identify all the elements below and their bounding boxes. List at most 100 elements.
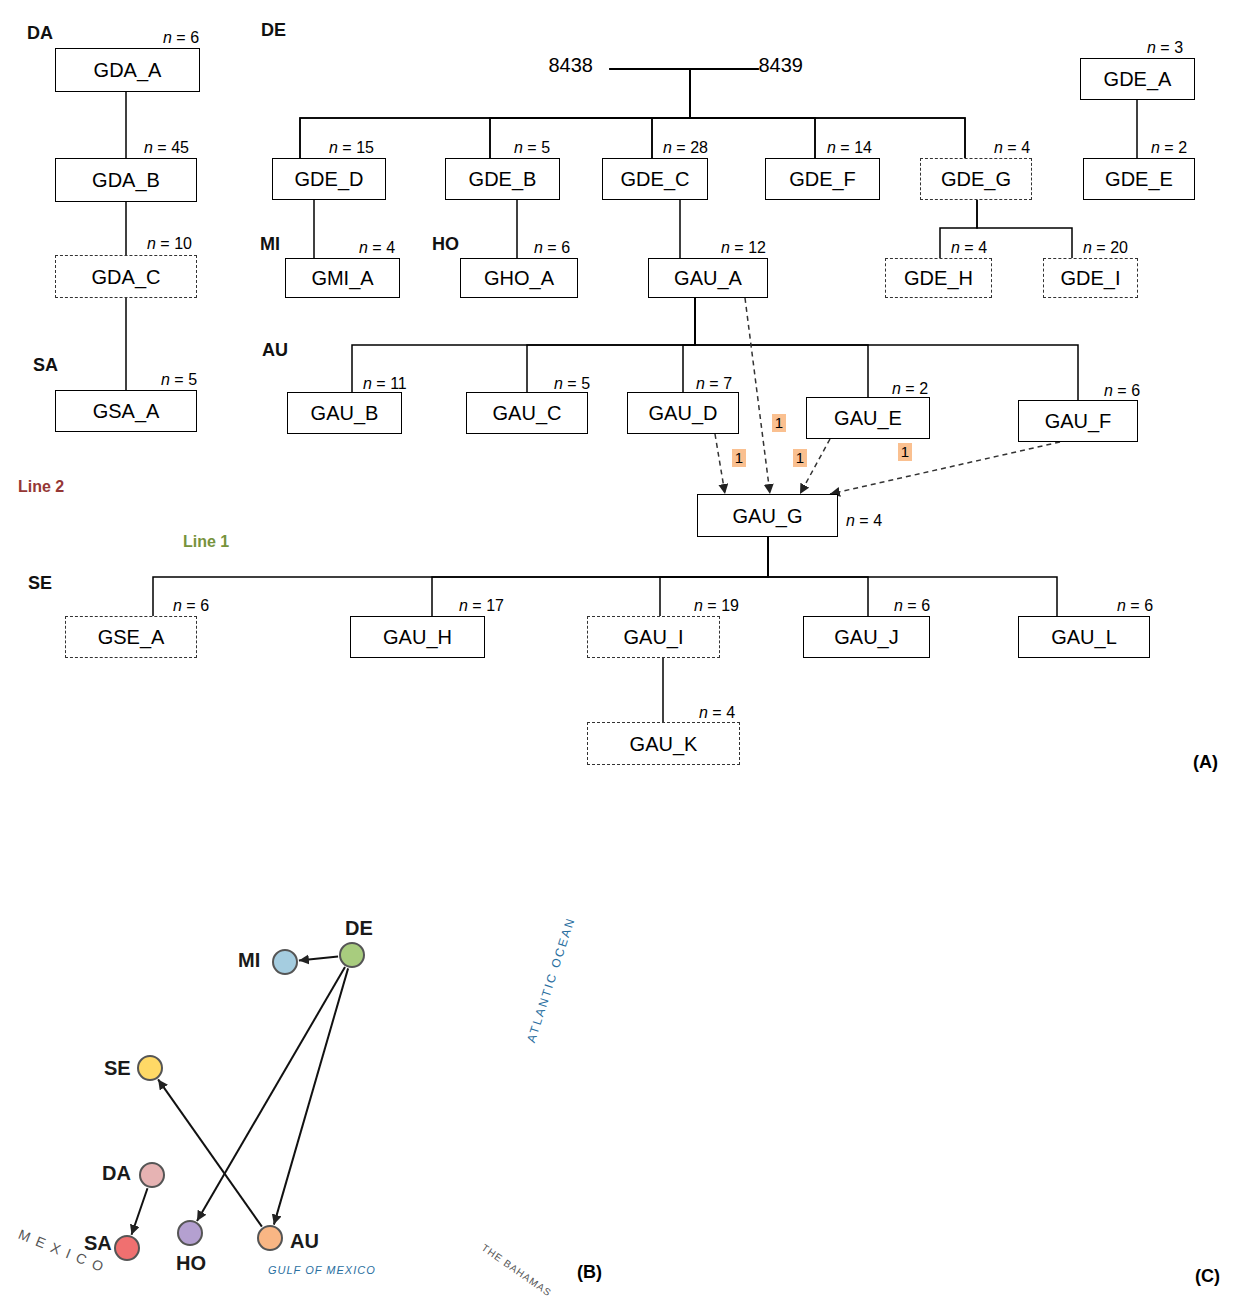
sample-size: n = 2 xyxy=(1151,139,1187,157)
colony-box: GDA_An = 6 xyxy=(55,48,200,92)
sample-size: n = 4 xyxy=(359,239,395,257)
colony-box: GAU_Gn = 4 xyxy=(697,494,838,537)
colony-box: GAU_Kn = 4 xyxy=(587,722,740,765)
pedigree-line xyxy=(690,69,815,158)
colony-name: GAU_H xyxy=(383,626,452,648)
colony-name: GAU_F xyxy=(1045,410,1112,432)
map-label: GULF OF MEXICO xyxy=(268,1264,376,1277)
region-label: HO xyxy=(432,234,459,254)
us-map xyxy=(8,805,628,1297)
lineage-label: Line 2 xyxy=(18,478,64,496)
colony-box: GAU_Bn = 11 xyxy=(287,392,402,434)
colony-name: GAU_G xyxy=(732,505,802,527)
translocation-arrow xyxy=(158,1079,262,1226)
pedigree-line xyxy=(490,69,690,158)
region-band: AUGAU_An = 12GAU_Bn = 11GAU_Cn = 5GAU_Dn… xyxy=(255,235,1240,785)
colony-name: GDE_D xyxy=(295,168,364,190)
sample-size: n = 12 xyxy=(721,239,766,257)
site-marker: AU xyxy=(257,1225,283,1251)
panel-letter: (C) xyxy=(1192,1266,1223,1286)
sample-size: n = 4 xyxy=(994,139,1030,157)
sample-size: n = 14 xyxy=(827,139,872,157)
region-fill xyxy=(20,20,225,315)
translocation-arrow xyxy=(299,957,338,961)
sample-size: n = 5 xyxy=(161,371,197,389)
site-marker: SA xyxy=(114,1235,140,1261)
region-fill xyxy=(255,15,1240,308)
pedigree-line xyxy=(313,200,315,258)
colony-name: GAU_J xyxy=(834,626,898,648)
colony-name: GAU_B xyxy=(311,402,379,424)
site-marker: DA xyxy=(139,1162,165,1188)
sample-size: n = 6 xyxy=(1117,597,1153,615)
region-band: MIGMI_An = 4 xyxy=(255,233,415,308)
colony-name: GDA_B xyxy=(92,169,160,191)
transfer-count: 1 xyxy=(793,449,807,467)
colony-box: GAU_An = 12 xyxy=(648,258,768,298)
colony-box: GAU_En = 2 xyxy=(806,397,930,439)
site-label: SE xyxy=(104,1057,131,1079)
colony-box: GSA_An = 5 xyxy=(55,390,197,432)
site-marker: MI xyxy=(272,949,298,975)
colony-box: GDE_Gn = 4 xyxy=(920,158,1032,200)
pedigree-line xyxy=(610,69,966,158)
pedigree-line xyxy=(125,202,127,255)
colony-name: GDE_G xyxy=(941,168,1011,190)
colony-box: GAU_In = 19 xyxy=(587,616,720,658)
colony-box: GAU_Ln = 6 xyxy=(1018,616,1150,658)
site-label: HO xyxy=(176,1252,206,1274)
colony-box: GDE_Dn = 15 xyxy=(272,158,386,200)
region-band: DAGDA_An = 6GDA_Bn = 45GDA_Cn = 10 xyxy=(20,20,225,315)
region-label: AU xyxy=(262,340,288,360)
sample-size: n = 10 xyxy=(147,235,192,253)
colony-name: 8438 xyxy=(549,54,594,76)
pedigree-line xyxy=(660,537,768,616)
colony-box: GSE_An = 6 xyxy=(65,616,197,658)
colony-box: GDA_Bn = 45 xyxy=(55,158,197,202)
sample-size: n = 6 xyxy=(163,29,199,47)
founder-id: 8439 xyxy=(759,54,820,84)
pedigree-line xyxy=(768,537,1057,616)
colony-name: GDE_C xyxy=(621,168,690,190)
colony-box: GDE_Fn = 14 xyxy=(765,158,880,200)
colony-box: GDE_Bn = 5 xyxy=(445,158,560,200)
pedigree-line xyxy=(610,69,816,158)
colony-name: GDE_A xyxy=(1104,68,1172,90)
site-marker: HO xyxy=(177,1220,203,1246)
sample-size: n = 5 xyxy=(554,375,590,393)
sample-size: n = 6 xyxy=(894,597,930,615)
colony-name: GAU_A xyxy=(674,267,742,289)
sample-size: n = 5 xyxy=(514,139,550,157)
sample-size: n = 19 xyxy=(694,597,739,615)
pedigree-line xyxy=(662,658,664,722)
transfer-arrow xyxy=(715,434,725,494)
transfer-count: 1 xyxy=(898,443,912,461)
map-label: THE BAHAMAS xyxy=(479,1242,554,1299)
sample-size: n = 4 xyxy=(846,512,882,530)
region-label: SE xyxy=(28,573,52,593)
site-label: DE xyxy=(345,917,373,939)
colony-name: GAU_D xyxy=(649,402,718,424)
pedigree-line xyxy=(516,200,518,258)
sample-size: n = 45 xyxy=(144,139,189,157)
map-label: ATLANTIC OCEAN xyxy=(524,915,578,1044)
pedigree-line xyxy=(652,69,759,158)
pedigree-line xyxy=(125,298,127,390)
colony-box: GHO_An = 6 xyxy=(460,258,578,298)
colony-box: GAU_Jn = 6 xyxy=(803,616,930,658)
region-fill xyxy=(255,235,1240,785)
sample-size: n = 4 xyxy=(951,239,987,257)
region-label: SA xyxy=(33,355,58,375)
pedigree-line xyxy=(1136,100,1138,158)
colony-name: GAU_K xyxy=(630,733,698,755)
pedigree-line xyxy=(690,69,965,158)
sample-size: n = 11 xyxy=(363,375,407,393)
colony-name: GHO_A xyxy=(484,267,554,289)
colony-name: GDA_A xyxy=(94,59,162,81)
salamander-photo xyxy=(632,805,1250,1302)
colony-name: GAU_E xyxy=(834,407,902,429)
colony-box: GDE_En = 2 xyxy=(1083,158,1195,200)
pedigree-line xyxy=(125,92,127,158)
colony-box: GAU_Hn = 17 xyxy=(350,616,485,658)
